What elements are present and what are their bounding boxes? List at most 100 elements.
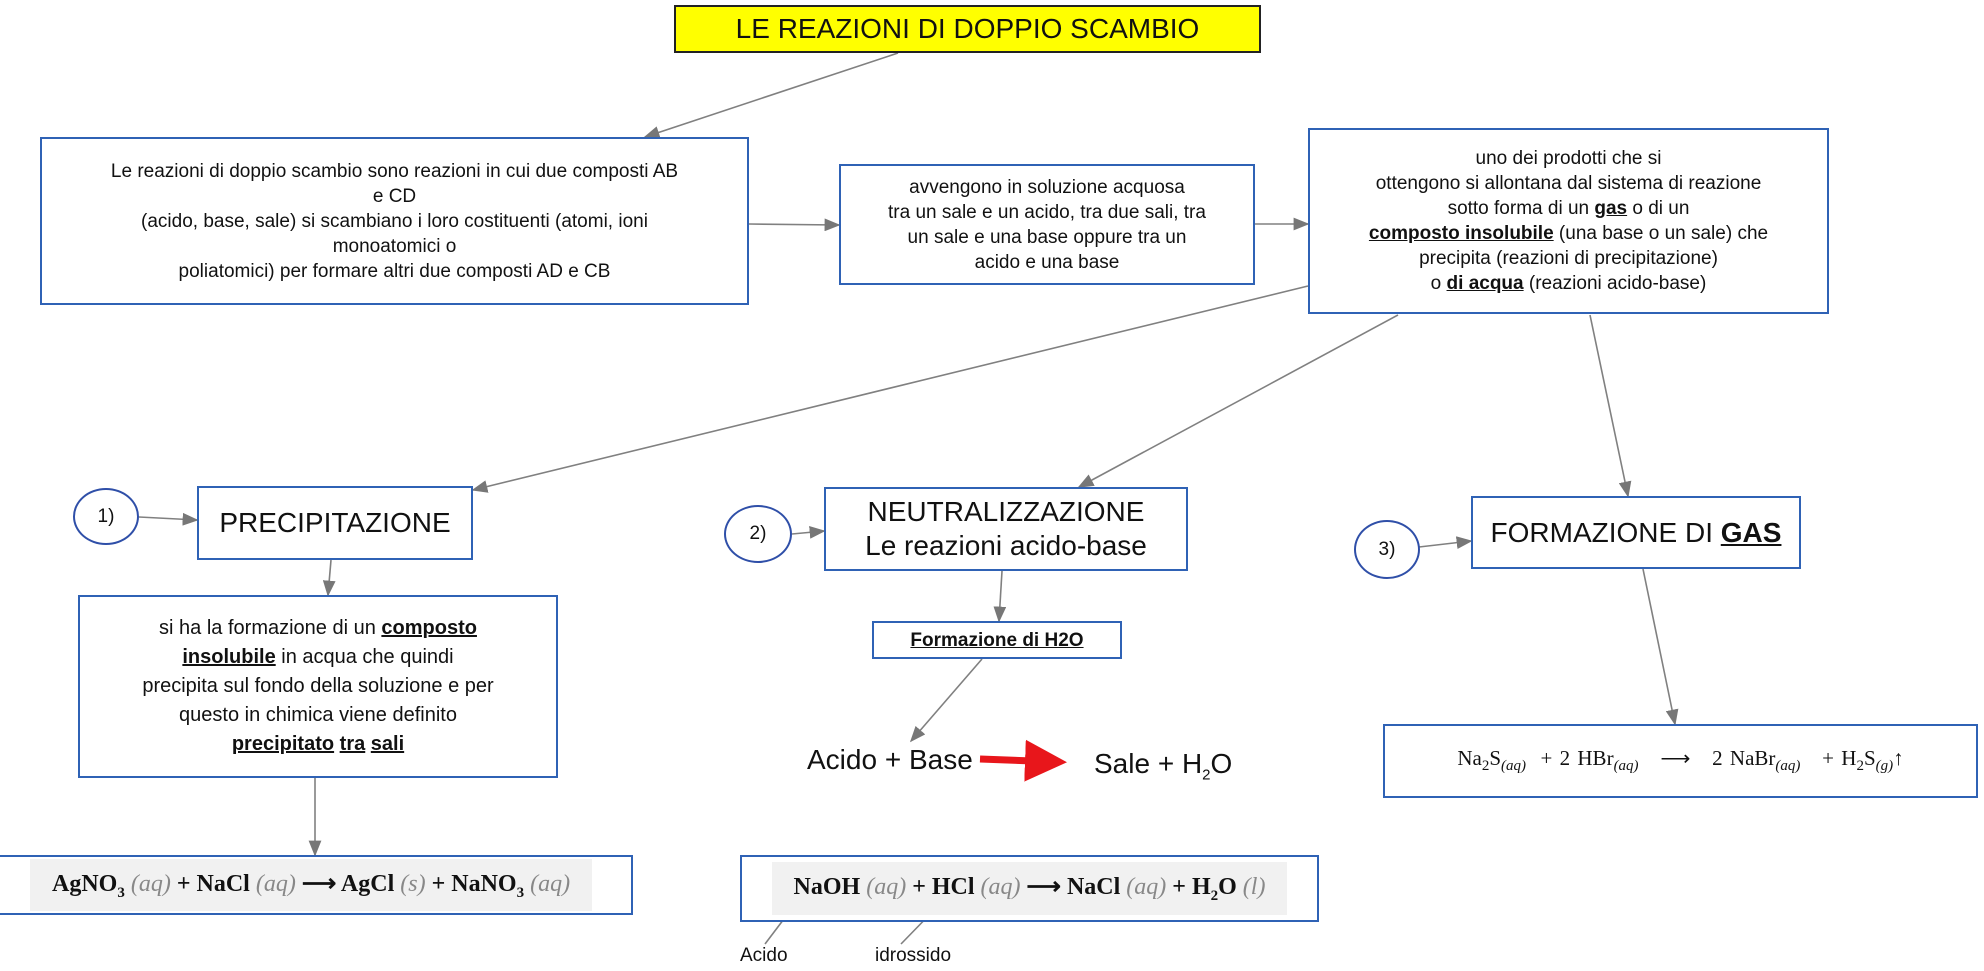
state: (aq) [255,870,296,897]
text: o di un [1627,198,1690,219]
text: in acqua che quindi [275,646,454,668]
red-reaction-arrow [979,739,1067,782]
arrow: ⟶ [1660,746,1691,771]
water-emphasis: di acqua [1446,273,1524,294]
formula: + NaNO [431,870,517,897]
emphasis: sali [370,733,405,755]
text: (reazioni acido-base) [1523,273,1707,294]
insoluble-emphasis: composto insolubile [1368,223,1554,244]
precipitation-box: PRECIPITAZIONE [197,486,473,560]
arrow [748,218,841,232]
text: si ha la formazione di un [159,617,382,639]
arrow [909,658,983,743]
formula: + H [1822,746,1857,771]
title: LE REAZIONI DI DOPPIO SCAMBIO [735,13,1200,44]
text: o [1430,273,1447,294]
formula: NaOH [793,874,861,901]
formula: ⟶ AgCl [301,870,395,897]
subscript: 2 [1210,887,1219,904]
products-line: composto insolubile (una base o un sale)… [1369,221,1768,246]
formula: + NaCl [176,870,250,897]
products-line: precipita (reazioni di precipitazione) [1419,248,1718,269]
hydroxide-label: idrossido [875,945,952,966]
definition-line: monoatomici o [332,235,457,257]
arrow [322,559,336,597]
definition-line: Le reazioni di doppio scambio sono reazi… [110,160,679,182]
arrow [643,52,899,139]
state: (aq) [1613,758,1639,775]
branch-title: PRECIPITAZIONE [219,507,451,538]
state: (l) [1242,874,1266,901]
state: (aq) [1126,874,1167,901]
gas-formation-box: FORMAZIONE DI GAS [1471,496,1801,569]
definition-line: (acido, base, sale) si scambiano i loro … [141,210,648,232]
products-line: sotto forma di un gas o di un [1369,196,1768,221]
acid-label: Acido [740,945,788,966]
number: 1) [97,505,115,527]
number: 2) [749,523,767,544]
context-line: tra un sale e un acido, tra due sali, tr… [888,201,1206,223]
state: (aq) [530,870,571,897]
context-box: avvengono in soluzione acquosa tra un sa… [839,164,1255,285]
branch-number-1: 1) [73,488,139,545]
state: (s) [400,870,426,897]
arrow [993,570,1007,623]
subscript: 3 [516,884,525,901]
arrow [471,285,1309,493]
subscript: 2 [1202,766,1211,784]
subscript: 2 [1481,758,1490,775]
formula: + H [1172,874,1211,901]
context-line: avvengono in soluzione acquosa [909,176,1185,198]
formula: O [1218,874,1237,901]
branch-number-3: 3) [1354,520,1420,579]
precipitation-equation-box: AgNO3 (aq) + NaCl (aq) ⟶ AgCl (s) + NaNO… [0,855,633,915]
acid-base-text: Acido + Base [807,744,973,775]
gas-emphasis: gas [1594,198,1628,219]
definition-line: e CD [372,185,417,207]
branch-subtitle: Le reazioni acido-base [865,530,1147,561]
arrow [1418,536,1473,550]
formula: + 2 HBr [1540,746,1614,771]
emphasis: composto [381,617,477,639]
formula: Na [1457,746,1482,771]
formula: ⟶ NaCl [1026,874,1121,901]
state: (aq) [1501,758,1527,775]
text: O [1210,748,1233,779]
definition-line: poliatomici) per formare altri due compo… [178,260,611,282]
state: (aq) [130,870,171,897]
state: (aq) [866,874,907,901]
products-box: uno dei prodotti che si ottengono si all… [1308,128,1829,314]
gas-equation-box: Na2S(aq) + 2 HBr(aq) ⟶ 2 NaBr(aq) + H2S(… [1383,724,1978,798]
water-formation-label: Formazione di H2O [910,629,1084,651]
context-line: acido e una base [974,251,1120,273]
subscript: 2 [1856,758,1864,775]
branch-title: NEUTRALIZZAZIONE [867,496,1145,527]
emphasis: tra [339,733,366,755]
branch-number-2: 2) [724,505,792,563]
title-box: LE REAZIONI DI DOPPIO SCAMBIO [674,5,1261,53]
products-line: o di acqua (reazioni acido-base) [1369,271,1768,296]
gas-bold: GAS [1720,516,1782,548]
definition-box: Le reazioni di doppio scambio sono reazi… [40,137,749,305]
water-formation-box: Formazione di H2O [872,621,1122,659]
emphasis: precipitato [231,733,335,755]
text: Sale + H [1094,748,1203,779]
number: 3) [1378,538,1396,560]
formula: 2 NaBr [1712,746,1776,771]
neutralization-equation-box: NaOH (aq) + HCl (aq) ⟶ NaCl (aq) + H2O (… [740,855,1319,922]
text: precipita sul fondo della soluzione e pe… [142,675,494,697]
context-line: un sale e una base oppure tra un [907,226,1187,248]
formula: S [1863,746,1876,771]
subscript: 3 [117,884,125,901]
state: (aq) [1775,758,1801,775]
arrow [1642,568,1679,726]
state: (aq) [980,874,1021,901]
arrow [1077,314,1399,488]
text: sotto forma di un [1447,198,1595,219]
arrow [791,525,826,539]
text: (una base o un sale) che [1553,223,1769,244]
precipitation-description-box: si ha la formazione di un composto insol… [78,595,558,778]
text: questo in chimica viene definito [179,704,457,726]
